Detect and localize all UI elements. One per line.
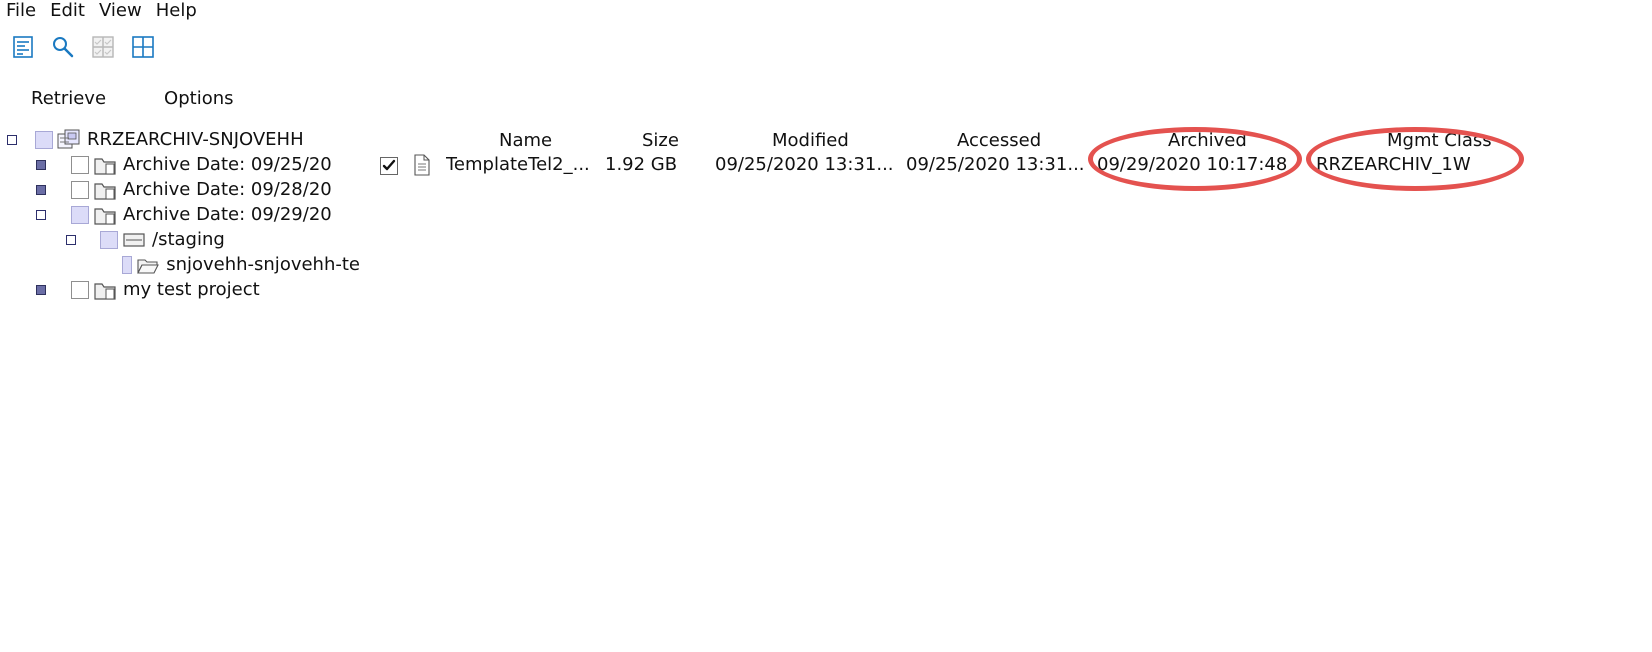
action-bar: Retrieve Options — [31, 88, 234, 109]
row-checkbox[interactable] — [380, 157, 398, 175]
archive-tree: RRZEARCHIV-SNJOVEHH Archive Date: 09/25/… — [0, 127, 360, 302]
tree-node-root[interactable]: RRZEARCHIV-SNJOVEHH — [0, 127, 360, 152]
checkmark-icon — [382, 159, 396, 171]
cell-size: 1.92 GB — [605, 154, 678, 175]
table-row[interactable]: TemplateTel2_... 1.92 GB 09/25/2020 13:3… — [370, 154, 1550, 180]
tree-node-label: Archive Date: 09/25/20 — [123, 154, 332, 175]
tree-checkbox[interactable] — [35, 130, 53, 149]
collapse-toggle[interactable] — [36, 209, 46, 220]
tree-checkbox[interactable] — [71, 205, 89, 224]
tree-node-archive-0928[interactable]: Archive Date: 09/28/20 — [0, 177, 360, 202]
tree-node-label: RRZEARCHIV-SNJOVEHH — [87, 129, 304, 150]
tree-node-archive-0925[interactable]: Archive Date: 09/25/20 — [0, 152, 360, 177]
tree-node-label: Archive Date: 09/29/20 — [123, 204, 332, 225]
options-button[interactable]: Options — [164, 88, 234, 109]
search-icon[interactable] — [50, 34, 76, 60]
tree-checkbox[interactable] — [100, 230, 118, 249]
file-icon — [414, 154, 430, 176]
tree-node-label: Archive Date: 09/28/20 — [123, 179, 332, 200]
tree-node-staging[interactable]: /staging — [0, 227, 360, 252]
cell-archived: 09/29/2020 10:17:48 — [1097, 154, 1288, 175]
menu-file[interactable]: File — [6, 0, 37, 21]
collapse-toggle[interactable] — [66, 234, 76, 245]
properties-icon[interactable] — [10, 34, 36, 60]
expand-toggle[interactable] — [36, 184, 46, 195]
tree-checkbox[interactable] — [71, 180, 89, 199]
column-modified[interactable]: Modified — [772, 130, 849, 151]
column-mgmt-class[interactable]: Mgmt Class — [1387, 130, 1492, 151]
toolbar — [10, 34, 156, 60]
column-archived[interactable]: Archived — [1168, 130, 1247, 151]
retrieve-button[interactable]: Retrieve — [31, 88, 107, 109]
archive-folder-icon — [93, 204, 117, 226]
tree-node-label: my test project — [123, 279, 260, 300]
view-grid-icon[interactable] — [130, 34, 156, 60]
tree-checkbox[interactable] — [71, 280, 89, 299]
table-header: Name Size Modified Accessed Archived Mgm… — [370, 128, 1550, 154]
tree-checkbox[interactable] — [122, 255, 133, 274]
open-folder-icon — [136, 254, 160, 276]
tree-node-label: snjovehh-snjovehh-te — [166, 254, 360, 275]
tree-checkbox[interactable] — [71, 155, 89, 174]
column-size[interactable]: Size — [642, 130, 679, 151]
disabled-grid-icon — [90, 34, 116, 60]
archive-folder-icon — [93, 154, 117, 176]
menu-edit[interactable]: Edit — [50, 0, 85, 21]
collapse-toggle[interactable] — [7, 134, 17, 145]
tree-node-label: /staging — [152, 229, 225, 250]
expand-toggle[interactable] — [36, 159, 46, 170]
archive-folder-icon — [93, 179, 117, 201]
cell-mgmt-class: RRZEARCHIV_1W — [1316, 154, 1471, 175]
menu-help[interactable]: Help — [155, 0, 197, 21]
cell-name: TemplateTel2_... — [446, 154, 590, 175]
tree-node-archive-0929[interactable]: Archive Date: 09/29/20 — [0, 202, 360, 227]
expand-toggle[interactable] — [36, 284, 46, 295]
column-name[interactable]: Name — [499, 130, 553, 151]
drive-icon — [122, 229, 146, 251]
cell-accessed: 09/25/2020 13:31... — [906, 154, 1085, 175]
cell-modified: 09/25/2020 13:31... — [715, 154, 894, 175]
column-accessed[interactable]: Accessed — [957, 130, 1042, 151]
computer-icon — [57, 129, 81, 151]
menu-view[interactable]: View — [98, 0, 142, 21]
tree-node-folder[interactable]: snjovehh-snjovehh-te — [0, 252, 360, 277]
archive-folder-icon — [93, 279, 117, 301]
tree-node-project[interactable]: my test project — [0, 277, 360, 302]
menu-bar: File Edit View Help — [0, 0, 205, 24]
